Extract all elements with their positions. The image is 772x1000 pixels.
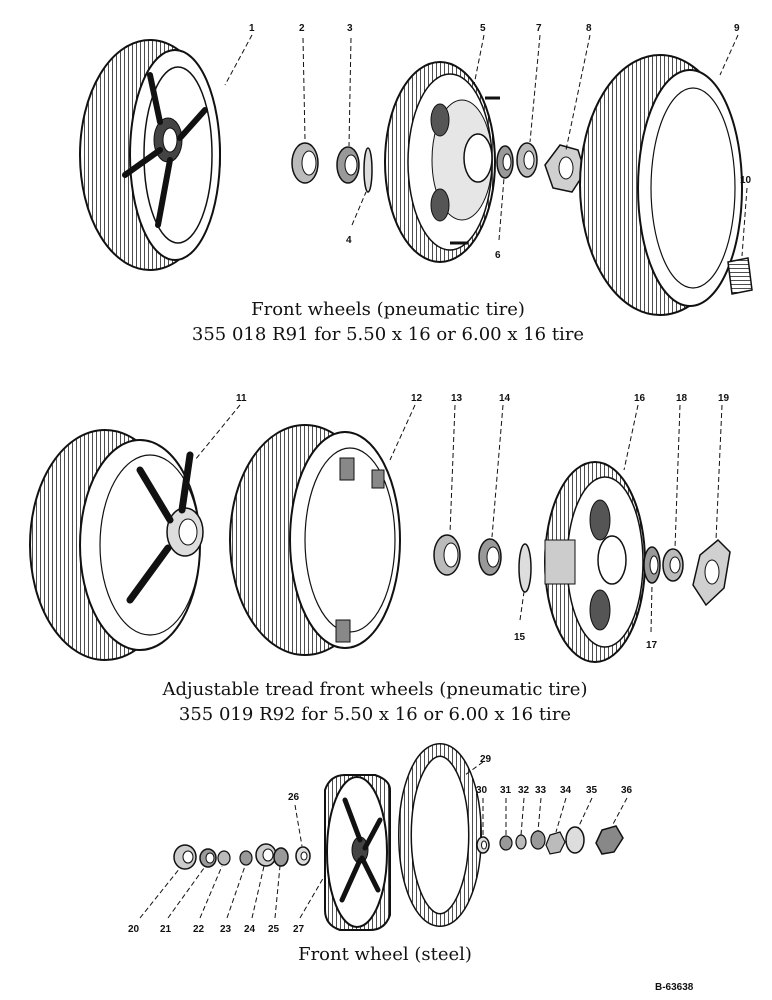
rim-part-12 [229, 424, 401, 656]
part-22 [217, 850, 231, 866]
callout-35: 35 [586, 785, 598, 796]
bearing-cup-part-18 [662, 548, 684, 582]
bearing-cup-part-13 [433, 534, 461, 576]
callout-4: 4 [346, 235, 352, 246]
leader-lines-section-1 [224, 34, 748, 257]
part-31 [499, 835, 513, 851]
callout-5: 5 [480, 23, 486, 34]
callout-7: 7 [536, 23, 542, 34]
callout-20: 20 [128, 924, 140, 935]
callout-numbers-section-2: 11 12 13 14 15 16 17 18 19 [236, 393, 730, 651]
callout-3: 3 [347, 23, 353, 34]
bearing-cone-part-6 [496, 145, 514, 179]
callout-21: 21 [160, 924, 172, 935]
callout-24: 24 [244, 924, 256, 935]
drawing-code: B-63638 [655, 982, 694, 993]
callout-13: 13 [451, 393, 463, 404]
seal-part-15 [518, 543, 532, 593]
rim-part-9 [579, 54, 743, 316]
part-25 [273, 847, 289, 867]
leader-lines-section-3 [139, 761, 628, 919]
callout-19: 19 [718, 393, 730, 404]
callout-36: 36 [621, 785, 633, 796]
callout-numbers-section-3: 20 21 22 23 24 25 26 27 29 30 31 32 33 3… [128, 754, 633, 935]
section-1-caption-line-1: Front wheels (pneumatic tire) [251, 299, 525, 320]
callout-14: 14 [499, 393, 511, 404]
callout-1: 1 [249, 23, 255, 34]
callout-16: 16 [634, 393, 646, 404]
callout-32: 32 [518, 785, 530, 796]
callout-18: 18 [676, 393, 688, 404]
callout-22: 22 [193, 924, 205, 935]
callout-10: 10 [740, 175, 752, 186]
callout-31: 31 [500, 785, 512, 796]
washer-part-26 [295, 846, 311, 866]
section-2-caption-line-2: 355 019 R92 for 5.50 x 16 or 6.00 x 16 t… [179, 704, 571, 725]
cap-plate-part-19 [692, 538, 731, 607]
part-34 [545, 831, 566, 855]
callout-12: 12 [411, 393, 423, 404]
small-parts-30-36 [476, 825, 624, 855]
section-1-caption-line-2: 355 018 R91 for 5.50 x 16 or 6.00 x 16 t… [192, 324, 584, 345]
bearing-cone-part-14 [478, 538, 502, 576]
callout-15: 15 [514, 632, 526, 643]
part-33 [530, 830, 546, 850]
part-36 [595, 825, 624, 855]
seal-part-4 [363, 147, 373, 193]
steel-wheel-part-27 [324, 774, 391, 931]
callout-33: 33 [535, 785, 547, 796]
callout-numbers-section-1: 1 2 3 4 5 6 7 8 9 10 [249, 23, 752, 261]
callout-9: 9 [734, 23, 740, 34]
callout-34: 34 [560, 785, 572, 796]
small-parts-20-25 [173, 843, 289, 870]
bearing-cup-part-2 [291, 142, 319, 184]
callout-29: 29 [480, 754, 492, 765]
bearing-cone-part-17 [643, 546, 661, 584]
tire-band-part-29 [398, 743, 482, 927]
callout-26: 26 [288, 792, 300, 803]
callout-6: 6 [495, 250, 501, 261]
hub-part-16 [544, 461, 646, 663]
section-2-caption-line-1: Adjustable tread front wheels (pneumatic… [162, 679, 588, 700]
bearing-cone-part-3 [336, 146, 360, 184]
section-3-caption: Front wheel (steel) [298, 944, 472, 965]
hub-part-5 [384, 61, 500, 263]
callout-2: 2 [299, 23, 305, 34]
callout-30: 30 [476, 785, 488, 796]
callout-17: 17 [646, 640, 658, 651]
wheel-part-1 [79, 39, 221, 271]
wheel-part-11 [29, 429, 204, 661]
callout-23: 23 [220, 924, 232, 935]
callout-27: 27 [293, 924, 305, 935]
callout-11: 11 [236, 393, 247, 404]
callout-25: 25 [268, 924, 280, 935]
callout-8: 8 [586, 23, 592, 34]
bearing-cup-part-7 [516, 142, 538, 178]
part-35 [565, 826, 585, 854]
part-32 [515, 834, 527, 850]
clip-part-10 [727, 257, 753, 295]
cap-plate-part-8 [544, 144, 586, 193]
part-23 [239, 850, 253, 866]
leader-lines-section-2 [194, 404, 723, 633]
